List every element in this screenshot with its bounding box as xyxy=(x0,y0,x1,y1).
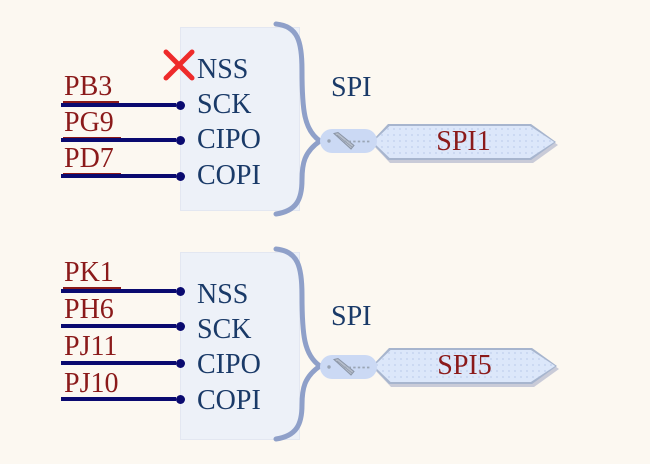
bus-type-label: SPI xyxy=(331,72,372,103)
pin-name-nss: NSS xyxy=(197,279,249,310)
pad-label-pk1: PK1 xyxy=(63,259,121,289)
instance-tag-spi1[interactable]: SPI1 xyxy=(371,124,556,160)
pad-label-pj10: PJ10 xyxy=(63,370,126,400)
pin-name-cipo: CIPO xyxy=(197,349,261,380)
disconnect-x-icon xyxy=(163,49,195,81)
signal-wire xyxy=(61,358,185,368)
curly-brace xyxy=(273,21,324,217)
instance-tag-spi5[interactable]: SPI5 xyxy=(372,348,557,384)
pad-label-pd7: PD7 xyxy=(63,145,121,175)
pin-name-copi: COPI xyxy=(197,160,261,191)
wire-terminal-dot xyxy=(176,100,185,110)
bus-type-label: SPI xyxy=(331,301,372,332)
instance-tag-label: SPI1 xyxy=(436,126,491,157)
curly-brace xyxy=(273,246,324,442)
edit-pencil-icon xyxy=(327,131,370,150)
pad-label-pg9: PG9 xyxy=(63,109,121,139)
signal-wire xyxy=(61,135,185,145)
pad-label-pj11: PJ11 xyxy=(63,333,125,363)
wire-terminal-dot xyxy=(176,321,185,331)
pin-name-nss: NSS xyxy=(197,54,249,85)
edit-pencil-icon xyxy=(327,357,370,376)
signal-wire xyxy=(61,321,185,331)
wire-terminal-dot xyxy=(176,394,185,404)
pad-label-pb3: PB3 xyxy=(63,73,120,103)
pin-name-sck: SCK xyxy=(197,89,252,120)
pin-name-cipo: CIPO xyxy=(197,124,261,155)
wire-terminal-dot xyxy=(176,135,185,145)
tag-fill xyxy=(373,349,556,383)
signal-wire xyxy=(61,394,185,404)
pad-label-ph6: PH6 xyxy=(63,296,121,326)
wire-terminal-dot xyxy=(176,358,185,368)
tag-fill xyxy=(372,125,555,159)
pin-name-sck: SCK xyxy=(197,314,252,345)
wire-terminal-dot xyxy=(176,171,185,181)
wire-terminal-dot xyxy=(176,286,185,296)
pin-block xyxy=(180,252,300,440)
edit-capsule[interactable] xyxy=(320,129,377,153)
instance-tag-label: SPI5 xyxy=(437,350,492,381)
signal-wire xyxy=(61,286,185,296)
pin-name-copi: COPI xyxy=(197,385,261,416)
edit-capsule[interactable] xyxy=(320,355,377,379)
signal-wire xyxy=(61,100,185,110)
pin-block xyxy=(180,27,300,211)
signal-wire xyxy=(61,171,185,181)
